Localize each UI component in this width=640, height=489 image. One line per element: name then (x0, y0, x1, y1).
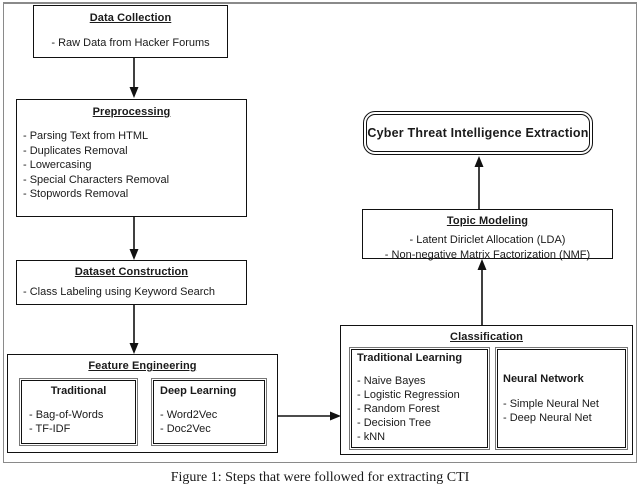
list-item: - Parsing Text from HTML (23, 130, 149, 142)
node-feature-engineering: Feature Engineering Traditional - Bag-of… (7, 354, 278, 453)
list-item: - Deep Neural Net (503, 412, 592, 424)
node-topic-modeling: Topic Modeling - Latent Diriclet Allocat… (362, 209, 613, 262)
list-item: - Stopwords Removal (23, 188, 129, 200)
subnode-deep-learning: Deep Learning - Word2Vec - Doc2Vec (151, 378, 267, 446)
node-dataset-construction-items: - Class Labeling using Keyword Search (17, 285, 246, 300)
list-item: - kNN (357, 431, 386, 443)
subnode-neural-network: Neural Network - Simple Neural Net - Dee… (495, 347, 628, 450)
list-item: - Special Characters Removal (23, 173, 170, 186)
list-item: - Simple Neural Net (503, 398, 599, 410)
node-classification: Classification Traditional Learning - Na… (340, 325, 633, 455)
subnode-traditional-learning-title: Traditional Learning (357, 352, 463, 364)
list-item: - Random Forest (357, 403, 440, 415)
node-topic-modeling-items: - Latent Diriclet Allocation (LDA) - Non… (363, 233, 612, 262)
subnode-traditional-items: - Bag-of-Words - TF-IDF (29, 408, 135, 436)
subnode-traditional: Traditional - Bag-of-Words - TF-IDF (19, 378, 138, 446)
subnode-traditional-learning-items: - Naive Bayes - Logistic Regression - Ra… (357, 374, 487, 444)
node-preprocessing: Preprocessing - Parsing Text from HTML -… (16, 99, 247, 217)
node-cti-extraction-label: Cyber Threat Intelligence Extraction (367, 126, 589, 140)
arrow-preprocessing-to-dataset-construction (127, 217, 141, 261)
node-feature-engineering-title: Feature Engineering (88, 360, 197, 372)
node-classification-title: Classification (450, 331, 523, 343)
list-item: - Non-negative Matrix Factorization (NMF… (384, 248, 591, 261)
subnode-deep-learning-title: Deep Learning (160, 385, 237, 397)
list-item: - Decision Tree (357, 417, 431, 429)
arrow-feature-engineering-to-classification (278, 409, 342, 423)
list-item: - Naive Bayes (357, 375, 426, 387)
subnode-traditional-title: Traditional (50, 385, 107, 397)
list-item: - Raw Data from Hacker Forums (51, 37, 210, 49)
figure-frame (3, 2, 637, 463)
list-item: - Word2Vec (160, 409, 218, 421)
node-data-collection-items: - Raw Data from Hacker Forums (34, 36, 227, 51)
node-preprocessing-title: Preprocessing (92, 106, 171, 118)
subnode-neural-network-title: Neural Network (503, 373, 584, 385)
node-dataset-construction-title: Dataset Construction (74, 266, 189, 278)
node-cti-extraction: Cyber Threat Intelligence Extraction (363, 111, 593, 155)
arrow-classification-to-topic-modeling (475, 259, 489, 326)
list-item: - Latent Diriclet Allocation (LDA) (409, 234, 566, 246)
node-preprocessing-items: - Parsing Text from HTML - Duplicates Re… (17, 129, 246, 202)
list-item: - TF-IDF (29, 423, 71, 435)
list-item: - Logistic Regression (357, 389, 460, 401)
arrow-dataset-construction-to-feature-engineering (127, 305, 141, 355)
node-data-collection-title: Data Collection (89, 12, 172, 24)
arrow-topic-modeling-to-cti-extraction (472, 156, 486, 210)
list-item: - Bag-of-Words (29, 409, 104, 421)
node-data-collection: Data Collection - Raw Data from Hacker F… (33, 5, 228, 58)
figure-caption: Figure 1: Steps that were followed for e… (170, 470, 470, 485)
list-item: - Duplicates Removal (23, 144, 128, 157)
list-item: - Lowercasing (23, 159, 92, 171)
subnode-deep-learning-items: - Word2Vec - Doc2Vec (160, 408, 264, 436)
arrow-data-collection-to-preprocessing (127, 58, 141, 99)
list-item: - Class Labeling using Keyword Search (23, 286, 215, 298)
node-dataset-construction: Dataset Construction - Class Labeling us… (16, 260, 247, 305)
subnode-traditional-learning: Traditional Learning - Naive Bayes - Log… (349, 347, 490, 450)
list-item: - Doc2Vec (160, 423, 211, 435)
node-topic-modeling-title: Topic Modeling (446, 215, 529, 227)
subnode-neural-network-items: - Simple Neural Net - Deep Neural Net (503, 397, 625, 425)
